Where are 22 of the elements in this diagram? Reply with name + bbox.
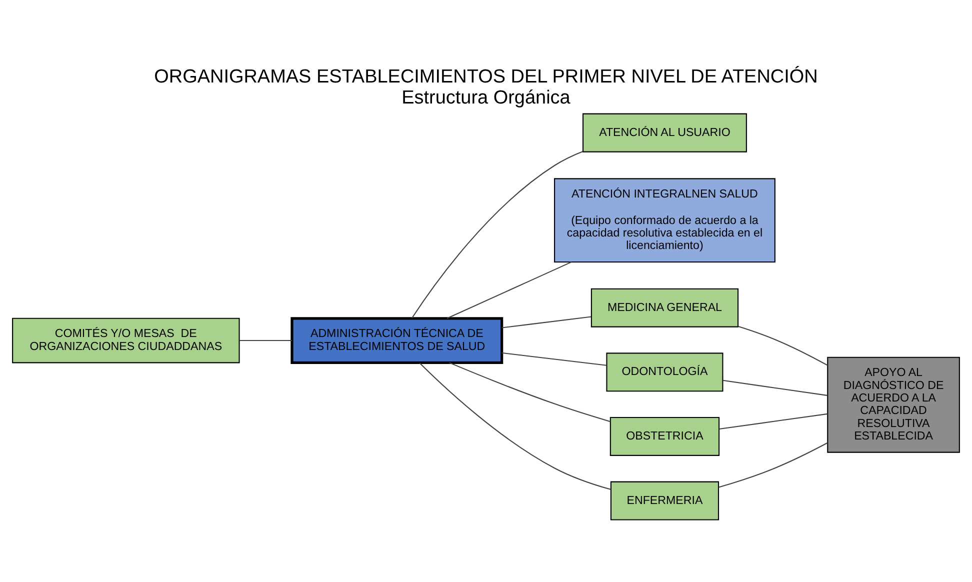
connector: [502, 316, 592, 328]
connector: [449, 362, 610, 422]
connector: [411, 150, 583, 318]
node-box: ENFERMERIA: [610, 480, 720, 520]
node-box: ODONTOLOGÍA: [606, 352, 724, 392]
connector: [239, 340, 292, 341]
diagram-title: ORGANIGRAMAS ESTABLECIMIENTOS DEL PRIMER NIVEL DE ATENCIÓN: [154, 66, 818, 88]
node-box: ADMINISTRACIÓN TÉCNICA DE ESTABLECIMIENTOS DE SALUD: [290, 316, 504, 364]
connector: [718, 442, 828, 488]
connector: [738, 325, 828, 366]
connector: [419, 362, 611, 490]
connector: [446, 261, 572, 318]
node-box: ATENCIÓN INTEGRALNEN SALUD (Equipo conformado de acuerdo a la capacidad resolutiva establecida en el licenciamiento): [554, 178, 776, 262]
connector: [722, 379, 828, 396]
node-box: OBSTETRICIA: [610, 416, 720, 456]
caption: Estructura Orgánica: [402, 87, 570, 108]
connector: [719, 412, 828, 430]
connector: [502, 352, 607, 366]
node-box: MEDICINA GENERAL: [590, 288, 739, 327]
node-box: COMITÉS Y/O MESAS DE ORGANIZACIONES CIUDADDANAS: [12, 317, 240, 363]
node-box: ATENCIÓN AL USUARIO: [582, 112, 747, 152]
node-box: APOYO AL DIAGNÓSTICO DE ACUERDO A LA CAPACIDAD RESOLUTIVA ESTABLECIDA: [827, 356, 960, 452]
